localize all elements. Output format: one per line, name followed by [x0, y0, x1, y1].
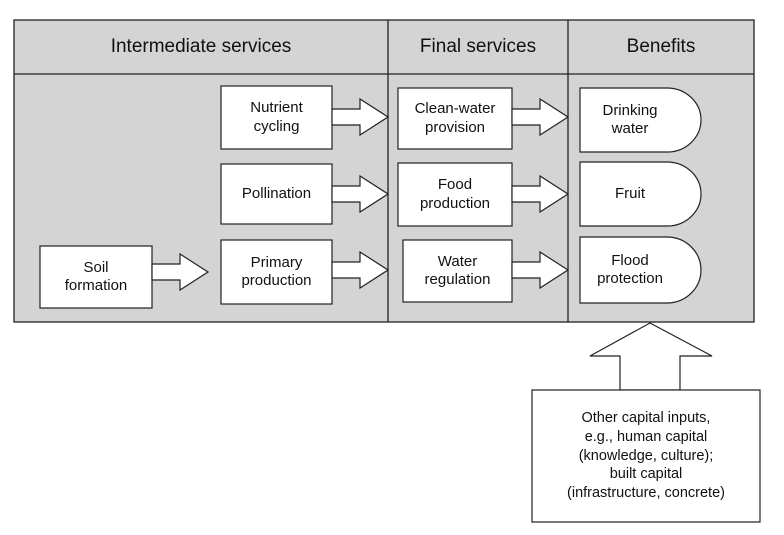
primary-production-box	[220, 239, 333, 305]
water-regulation-box	[402, 239, 513, 303]
water-regulation-label: Water regulation	[424, 252, 491, 288]
pollination-box	[220, 163, 333, 225]
arrow-primary-to-waterreg	[331, 250, 390, 290]
arrow-soil-to-primary	[151, 252, 210, 292]
fruit-label: Fruit	[615, 184, 645, 202]
soil-formation-label: Soil formation	[64, 258, 128, 294]
header-benefits: Benefits	[626, 36, 696, 58]
flood-protection-label: Flood protection	[597, 251, 663, 287]
flood-protection-shape	[579, 236, 702, 304]
food-production-box	[397, 162, 513, 227]
arrow-other-inputs-up	[589, 322, 713, 391]
soil-formation-box	[39, 245, 153, 309]
header-intermediate-services: Intermediate services	[110, 36, 292, 58]
arrow-nutrient-to-cleanwater	[331, 97, 390, 137]
other-capital-inputs-box	[531, 389, 761, 523]
clean-water-provision-box	[397, 87, 513, 150]
header-final-services: Final services	[419, 36, 537, 58]
nutrient-cycling-box	[220, 85, 333, 150]
drinking-water-label: Drinking water	[602, 101, 658, 137]
food-production-label: Food production	[419, 176, 491, 212]
drinking-water-shape	[579, 87, 702, 153]
arrow-waterreg-to-flood	[511, 250, 570, 290]
clean-water-provision-label: Clean-water provision	[414, 100, 496, 136]
fruit-shape	[579, 161, 702, 227]
nutrient-cycling-label: Nutrient cycling	[250, 99, 303, 135]
other-capital-inputs-label: Other capital inputs, e.g., human capita…	[567, 409, 725, 502]
arrow-cleanwater-to-drinking	[511, 97, 570, 137]
arrow-food-to-fruit	[511, 174, 570, 214]
pollination-label: Pollination	[241, 184, 312, 202]
arrow-pollination-to-food	[331, 174, 390, 214]
primary-production-label: Primary production	[241, 253, 312, 289]
